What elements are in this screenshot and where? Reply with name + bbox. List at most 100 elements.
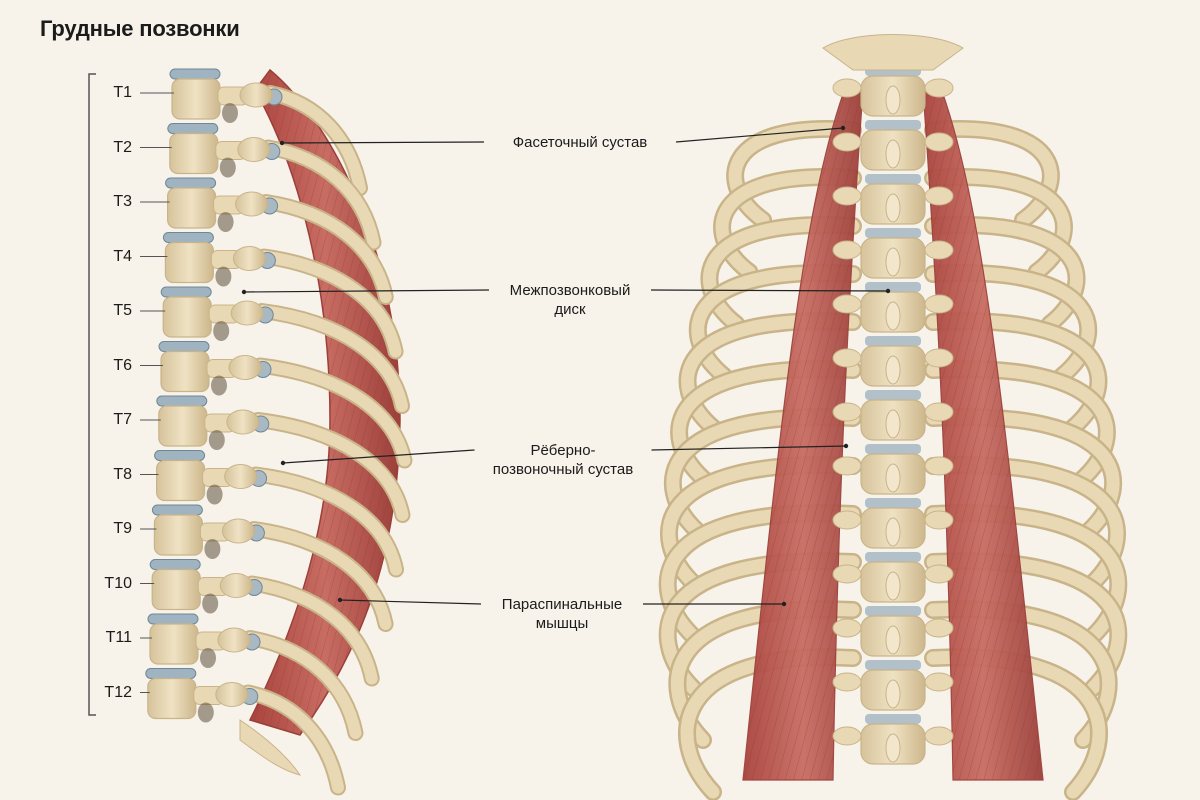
muscle-fibers (743, 80, 863, 780)
intervertebral-disc-lateral (169, 68, 221, 80)
intervertebral-disc-posterior (865, 714, 921, 724)
articular-process (221, 518, 255, 544)
vertebra-label-t8: T8 (113, 465, 132, 483)
intervertebral-foramen (211, 375, 227, 396)
intervertebral-disc-posterior (865, 336, 921, 346)
callout-lines (241, 125, 891, 607)
intervertebral-foramen (222, 103, 238, 123)
spinous-process (885, 301, 901, 331)
transverse-process-left (832, 456, 862, 476)
intervertebral-disc-lateral (154, 450, 206, 461)
rib-lateral (244, 632, 362, 739)
callout-dot (241, 289, 247, 295)
intervertebral-disc-lateral (160, 286, 212, 298)
rib-posterior-right (926, 218, 1084, 331)
vertebra-label-t7: T7 (113, 411, 132, 428)
transverse-process-left (832, 240, 862, 260)
spinous-process (885, 733, 901, 763)
vertebra-label-t4: T4 (113, 247, 132, 265)
vertebral-body-lateral (153, 514, 203, 556)
transverse-process-left (832, 510, 862, 530)
upper-vertebra (822, 34, 964, 71)
intervertebral-disc-lateral (145, 668, 197, 679)
transverse-process-right (924, 132, 954, 152)
vertebral-body-lateral (147, 677, 197, 720)
rib-lateral (256, 305, 409, 412)
rib-lateral (246, 577, 378, 685)
transverse-process-left (832, 672, 862, 692)
callout-line-left (339, 599, 482, 605)
vertebral-body-lateral (171, 78, 221, 120)
vertebra-label-t9: T9 (113, 520, 132, 537)
transverse-process-right (924, 456, 954, 476)
transverse-process-right (924, 564, 954, 584)
intervertebral-disc-lateral (165, 177, 217, 189)
vertebra-label-t1: T1 (113, 84, 132, 101)
spinous-process (885, 139, 901, 169)
vertebra-label-t6: T6 (113, 356, 132, 374)
spinous-process (885, 85, 901, 115)
rib-posterior-left (702, 218, 860, 331)
articular-process (235, 191, 269, 217)
vertebra-label-t11: T11 (105, 629, 132, 646)
vertebral-body-lateral (164, 241, 214, 284)
intervertebral-disc-lateral (151, 504, 203, 516)
callout-dot (337, 597, 343, 603)
callout-dot (781, 601, 787, 607)
intervertebral-disc-posterior (865, 282, 921, 292)
callout-line-left (243, 289, 490, 293)
callout-dot (885, 288, 891, 294)
transverse-process-right (924, 348, 954, 368)
articular-process (215, 682, 249, 707)
transverse-process-left (832, 618, 862, 638)
intervertebral-disc-lateral (158, 341, 210, 352)
intervertebral-foramen (202, 593, 219, 614)
spinous-process (885, 355, 901, 385)
articular-process (228, 355, 262, 380)
spinous-process (885, 517, 901, 547)
rib-lateral (250, 468, 403, 576)
callout-line-right (651, 445, 847, 451)
rib-posterior-right (926, 266, 1095, 383)
spinous-process (885, 463, 901, 493)
vertebral-body-lateral (149, 623, 199, 665)
vertebra-label-t12: T12 (104, 683, 132, 701)
vertebral-body-lateral (167, 187, 217, 229)
callout-dot (843, 443, 849, 449)
vertebral-body-lateral (151, 568, 201, 611)
transverse-process-right (924, 186, 954, 206)
intervertebral-foramen (213, 321, 230, 341)
transverse-process-left (832, 348, 862, 368)
callout-label: Рёберно- позвоночный сустав (480, 441, 646, 479)
articular-process (224, 464, 258, 489)
rib-posterior-left (691, 266, 860, 383)
rib-posterior-right (926, 122, 1058, 227)
intervertebral-disc-posterior (865, 552, 921, 562)
rib-posterior-right (926, 170, 1071, 279)
rib-lateral (262, 141, 380, 249)
rib-lateral (258, 250, 402, 358)
posterior-view (658, 34, 1128, 800)
intervertebral-disc-posterior (865, 498, 921, 508)
transverse-process-right (924, 294, 954, 314)
intervertebral-foramen (217, 212, 234, 232)
vertebra-label-t5: T5 (113, 302, 132, 319)
articular-process (219, 573, 253, 598)
intervertebral-disc-lateral (147, 613, 199, 625)
intervertebral-foramen (200, 648, 216, 668)
transverse-process-left (832, 132, 862, 152)
transverse-process-left (832, 564, 862, 584)
spinous-process (885, 247, 901, 277)
rib-posterior-left (715, 170, 860, 279)
transverse-process-left (832, 726, 862, 746)
articular-process (230, 300, 264, 326)
rib-lateral (254, 359, 411, 467)
lateral-view (88, 68, 413, 796)
transverse-process-right (924, 510, 954, 530)
rib-lateral (242, 686, 344, 794)
vertebra-label-t10: T10 (104, 574, 132, 592)
rib-posterior-left (728, 122, 860, 227)
callout-dot (279, 140, 285, 146)
